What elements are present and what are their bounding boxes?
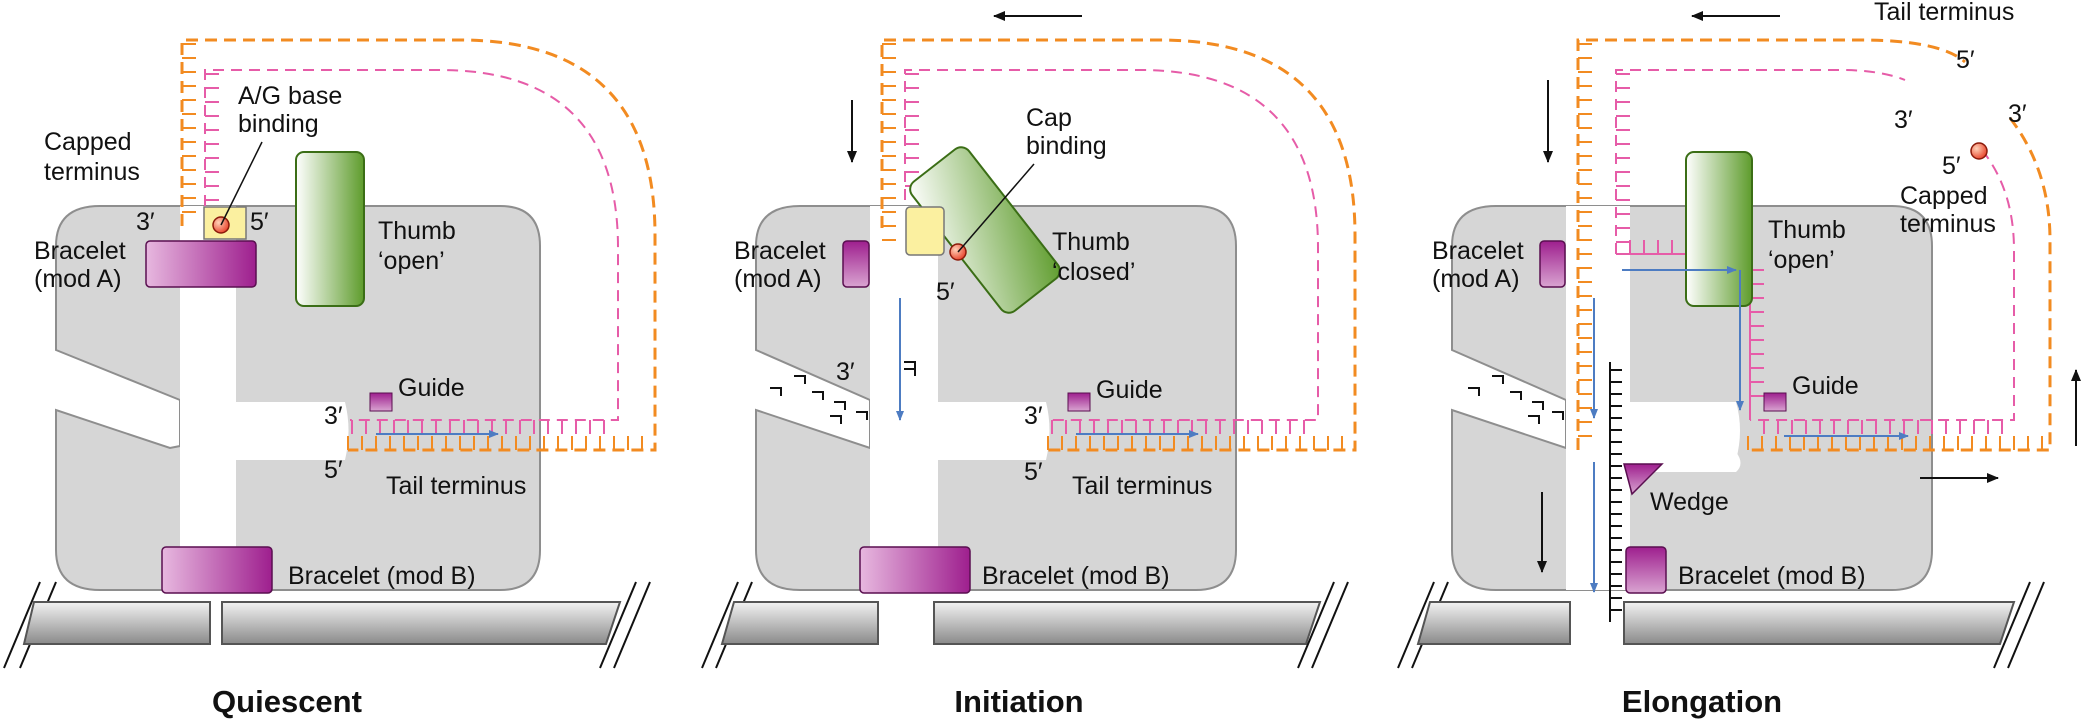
label-tail-5prime: 5′ bbox=[1024, 458, 1043, 486]
label-5prime-top: 5′ bbox=[250, 208, 269, 236]
label-tail-5prime: 5′ bbox=[324, 456, 343, 484]
membrane-segment-left bbox=[22, 601, 211, 645]
wedge-icon bbox=[1623, 463, 1664, 496]
label-guide: Guide bbox=[398, 374, 465, 402]
cap-dot-icon bbox=[1970, 142, 1988, 160]
bracelet-mod-b bbox=[161, 546, 273, 594]
polymerase-body bbox=[55, 205, 541, 591]
membrane-segment-left bbox=[720, 601, 879, 645]
label-5prime: 5′ bbox=[1942, 152, 1961, 180]
membrane-segment-right bbox=[221, 601, 622, 645]
bracelet-mod-a bbox=[842, 240, 870, 288]
guide bbox=[369, 392, 393, 412]
thumb bbox=[295, 151, 365, 307]
label-3prime-a: 3′ bbox=[1894, 106, 1913, 134]
bracelet-mod-a bbox=[1539, 240, 1566, 288]
bracelet-mod-a bbox=[145, 240, 257, 288]
primer-strand bbox=[204, 69, 619, 421]
template-bases bbox=[882, 43, 1343, 450]
panel-title-quiescent: Quiescent bbox=[212, 684, 362, 719]
label-tail-5prime: 5′ bbox=[1956, 46, 1975, 74]
primer-strand bbox=[1615, 69, 1906, 254]
detached-bases bbox=[770, 361, 916, 424]
thumb bbox=[1685, 151, 1753, 307]
label-3prime-top: 3′ bbox=[136, 208, 155, 236]
primer-strand-tail bbox=[1750, 149, 2015, 421]
label-bracelet-a: Bracelet(mod A) bbox=[34, 237, 126, 293]
bracelet-mod-b bbox=[1625, 546, 1667, 594]
label-thumb: Thumb‘open’ bbox=[1768, 216, 1846, 274]
label-3prime: 3′ bbox=[836, 358, 855, 386]
label-tail-3prime: 3′ bbox=[1024, 402, 1043, 430]
label-5prime: 5′ bbox=[936, 278, 955, 306]
label-tail-terminus: Tail terminus bbox=[1072, 472, 1212, 500]
template-bases bbox=[182, 43, 643, 450]
label-bracelet-b: Bracelet (mod B) bbox=[1678, 562, 1866, 590]
template-strand bbox=[1576, 38, 1966, 450]
label-guide: Guide bbox=[1792, 372, 1859, 400]
label-bracelet-b: Bracelet (mod B) bbox=[982, 562, 1170, 590]
template-bases bbox=[1578, 43, 2043, 450]
label-tail-terminus: Tail terminus bbox=[386, 472, 526, 500]
cap-binding-site bbox=[905, 206, 945, 256]
label-thumb: Thumb‘open’ bbox=[378, 217, 456, 275]
label-wedge: Wedge bbox=[1650, 488, 1729, 516]
label-bracelet-a: Bracelet(mod A) bbox=[734, 237, 826, 293]
label-guide: Guide bbox=[1096, 376, 1163, 404]
membrane-segment-right bbox=[933, 601, 1322, 645]
label-tail-3prime: 3′ bbox=[324, 402, 343, 430]
primer-bases bbox=[205, 73, 605, 434]
membrane-segment-left bbox=[1416, 601, 1571, 645]
primer-bases bbox=[1616, 73, 2003, 434]
primer-bases bbox=[905, 73, 1305, 434]
primer-strand bbox=[904, 69, 1319, 421]
label-tail-terminus: Tail terminus bbox=[1874, 0, 2014, 26]
detached-bases bbox=[1468, 375, 1564, 424]
membrane-segment-right bbox=[1623, 601, 2016, 645]
label-thumb: Thumb‘closed’ bbox=[1052, 228, 1135, 286]
guide bbox=[1763, 392, 1787, 412]
label-bracelet-a: Bracelet(mod A) bbox=[1432, 237, 1524, 293]
panel-title-initiation: Initiation bbox=[954, 684, 1083, 719]
label-3prime-b: 3′ bbox=[2008, 100, 2027, 128]
bracelet-mod-b bbox=[859, 546, 971, 594]
label-bracelet-b: Bracelet (mod B) bbox=[288, 562, 476, 590]
panel-title-elongation: Elongation bbox=[1622, 684, 1782, 719]
nascent-strand-bases bbox=[1610, 369, 1622, 611]
guide bbox=[1067, 392, 1091, 412]
